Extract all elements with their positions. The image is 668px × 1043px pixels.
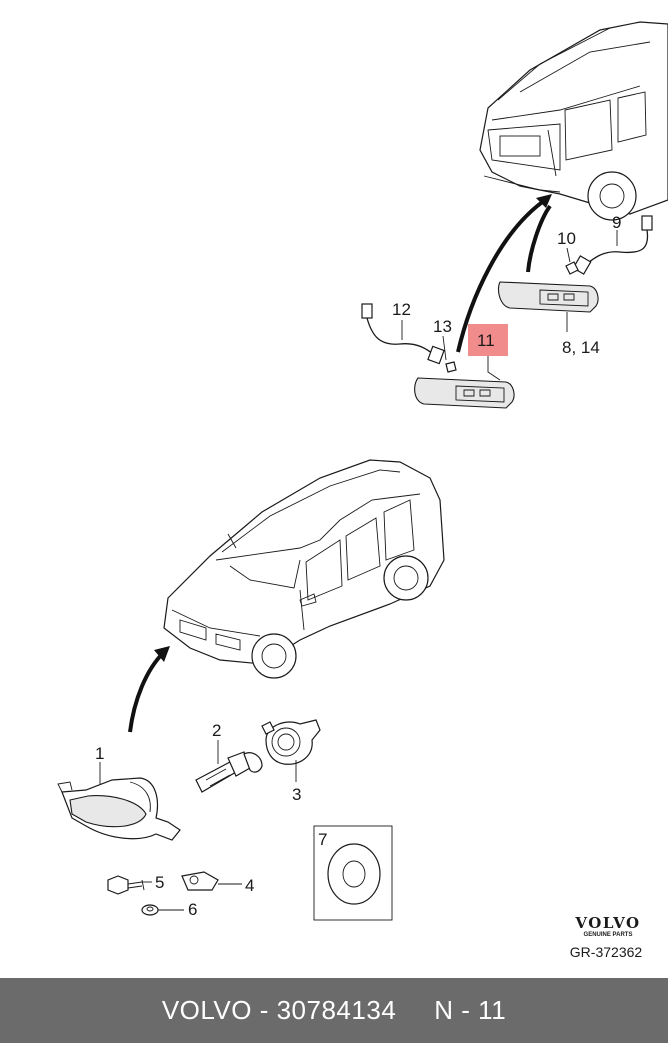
- bulb-holder-3: [261, 719, 321, 765]
- side-marker-lamp-11: [414, 377, 515, 409]
- genuine-parts-tagline: GENUINE PARTS: [583, 932, 633, 938]
- callout-4[interactable]: 4: [245, 876, 254, 895]
- footer-part-number: VOLVO - 30784134: [161, 995, 397, 1025]
- leader-lines-bottom: [99, 740, 297, 911]
- callout-2[interactable]: 2: [212, 721, 221, 740]
- callout-labels: 9 10 8, 14 12 13 11 1 2 3 5 4 6 7: [95, 213, 621, 919]
- wire-harness-9: [565, 215, 653, 275]
- callout-9[interactable]: 9: [612, 213, 621, 232]
- callout-5[interactable]: 5: [155, 873, 164, 892]
- gasket-7: [313, 825, 393, 921]
- diagram-canvas: 9 10 8, 14 12 13 11 1 2 3 5 4 6 7: [57, 21, 668, 921]
- rear-vehicle-illustration: [479, 21, 668, 221]
- clip-4: [181, 871, 219, 891]
- fog-lamp-1: [57, 777, 181, 841]
- footer-bar: VOLVO - 30784134 N - 11: [0, 978, 668, 1043]
- footer-position: N - 11: [434, 995, 507, 1025]
- bulb-2: [195, 751, 263, 793]
- leader-lines-top: [401, 230, 618, 381]
- callout-12[interactable]: 12: [392, 300, 411, 319]
- washer-6: [141, 904, 159, 916]
- callout-6[interactable]: 6: [188, 900, 197, 919]
- screw-5: [107, 875, 145, 895]
- callout-10[interactable]: 10: [557, 229, 576, 248]
- callout-7[interactable]: 7: [318, 830, 327, 849]
- callout-1[interactable]: 1: [95, 744, 104, 763]
- side-marker-lamp-8-14: [497, 281, 599, 313]
- callout-8-14[interactable]: 8, 14: [562, 338, 600, 357]
- callout-13[interactable]: 13: [433, 317, 452, 336]
- callout-11[interactable]: 11: [477, 331, 495, 350]
- arrow-rear-to-lamp: [456, 194, 552, 353]
- diagram-reference: GR-372362: [569, 944, 643, 960]
- wire-harness-12: [361, 303, 457, 373]
- arrow-foglamp-to-vehicle: [128, 646, 170, 733]
- callout-11-highlight[interactable]: [468, 324, 508, 356]
- callout-3[interactable]: 3: [292, 785, 301, 804]
- front-vehicle-illustration: [163, 459, 445, 679]
- volvo-logo: VOLVO: [575, 914, 641, 932]
